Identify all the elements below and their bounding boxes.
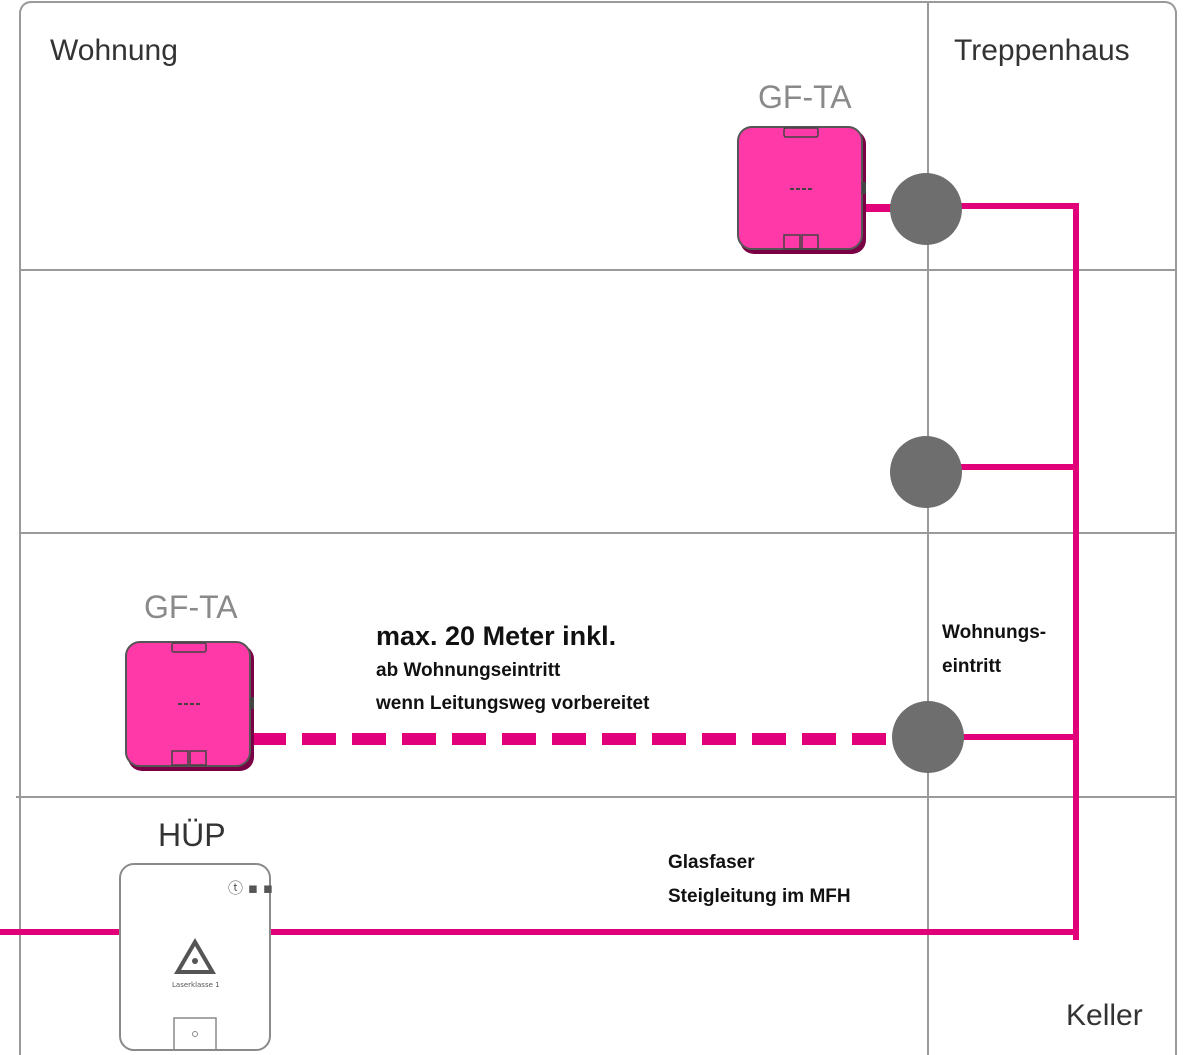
fiber-riser-label-line1: Glasfaser	[668, 852, 755, 873]
gfta-top-slot	[783, 127, 819, 138]
network-port-icon	[801, 234, 819, 250]
max-distance-title: max. 20 Meter inkl.	[376, 621, 616, 651]
fiber-lines	[0, 203, 1079, 940]
gfta-device-lower: GF-TA	[125, 589, 254, 771]
network-port-icon	[189, 750, 207, 766]
label-wohnung: Wohnung	[50, 34, 178, 67]
network-port-icon	[783, 234, 801, 250]
fiber-riser-label-line2: Steigleitung im MFH	[668, 886, 851, 907]
apartment-entry-node-lower	[892, 701, 964, 773]
telekom-logo-icon: ⓣ ▪ ▪	[228, 879, 273, 897]
apartment-entry-label-line1: Wohnungs-	[942, 622, 1046, 643]
gfta-device-top: GF-TA	[737, 79, 866, 254]
max-distance-line1: ab Wohnungseintritt	[376, 660, 561, 681]
huep-access-hatch	[173, 1017, 217, 1051]
apartment-entry-node-middle	[890, 436, 962, 508]
huep-label: HÜP	[158, 817, 226, 853]
gfta-side-button	[250, 697, 254, 709]
network-port-icon	[171, 750, 189, 766]
gfta-label-top: GF-TA	[758, 79, 852, 115]
gfta-side-button	[862, 182, 866, 194]
max-distance-line2: wenn Leitungsweg vorbereitet	[375, 693, 650, 714]
apartment-entry-label-line2: eintritt	[942, 656, 1002, 677]
outer-frame	[19, 1, 1177, 1055]
label-keller: Keller	[1066, 999, 1143, 1032]
label-treppenhaus: Treppenhaus	[954, 34, 1130, 67]
laser-class-label: Laserklasse 1	[172, 981, 220, 989]
huep-device: HÜP ⓣ ▪ ▪ Laserklasse 1	[119, 817, 273, 1051]
gfta-label-lower: GF-TA	[144, 589, 238, 625]
gfta-top-slot	[171, 642, 207, 653]
apartment-entry-node-top	[890, 173, 962, 245]
